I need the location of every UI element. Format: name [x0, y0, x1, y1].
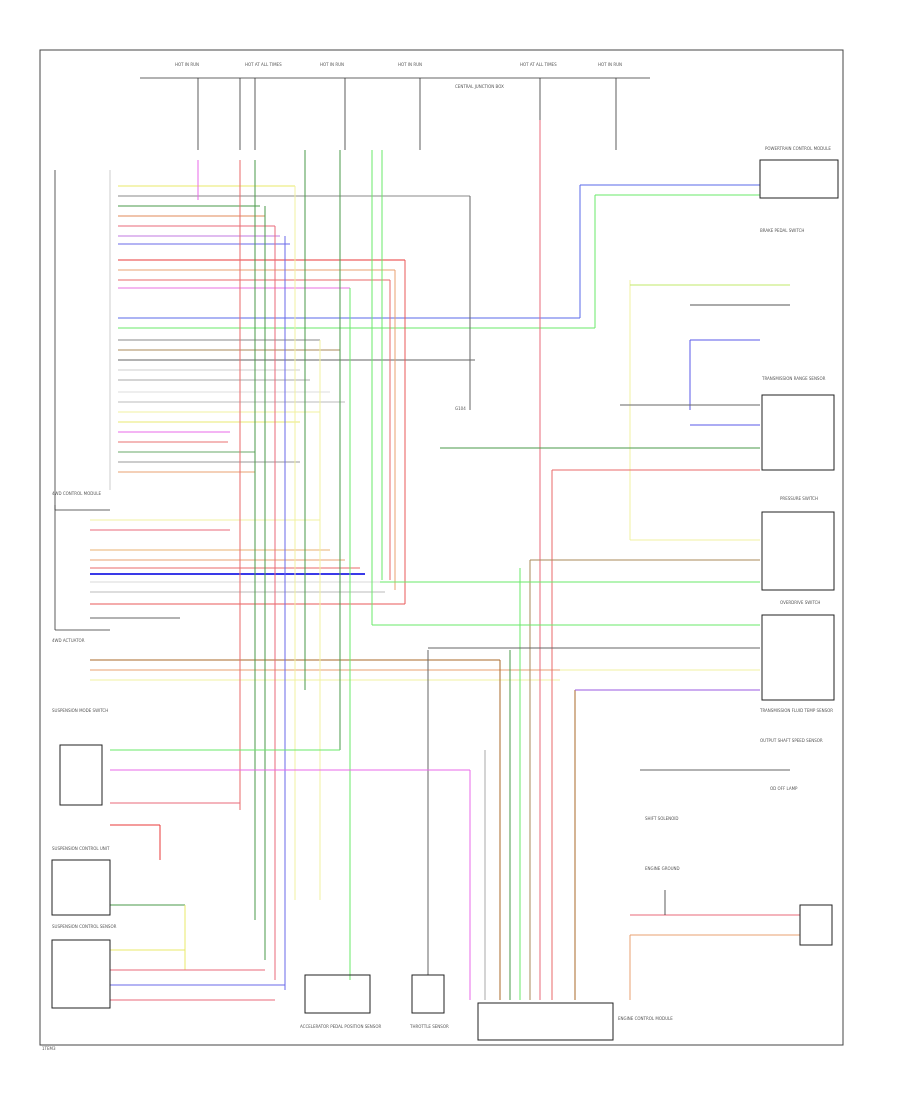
right-lower-note: OUTPUT SHAFT SPEED SENSOR: [760, 738, 823, 743]
left-actuator-label: 4WD ACTUATOR: [52, 638, 85, 643]
left-top-switch-label: SUSPENSION MODE SWITCH: [52, 708, 108, 713]
left-mid-unit-label: SUSPENSION CONTROL UNIT: [52, 846, 110, 851]
transmission-range-sensor: [761, 394, 835, 471]
suspension-control-unit: [51, 859, 111, 916]
right-bottom-note: SHIFT SOLENOID: [645, 816, 679, 821]
left-control-unit-label: 4WD CONTROL MODULE: [52, 491, 101, 496]
bottom-sensor-label: THROTTLE SENSOR: [409, 1024, 449, 1029]
right-switch-1-label: BRAKE PEDAL SWITCH: [760, 228, 804, 233]
harness-wires: [90, 185, 760, 681]
right-switch-2-label: PRESSURE SWITCH: [780, 496, 818, 501]
right-module-bottom-label: TRANSMISSION FLUID TEMP SENSOR: [759, 708, 833, 713]
right-ground-note: ENGINE GROUND: [645, 866, 680, 871]
right-wires: [372, 184, 800, 1000]
right-top-module-label: POWERTRAIN CONTROL MODULE: [765, 146, 831, 151]
overdrive-switch: [761, 614, 835, 701]
left-bottom-unit-label: SUSPENSION CONTROL SENSOR: [52, 924, 117, 929]
top-fuse-3-label: HOT IN RUN: [320, 62, 344, 67]
lower-left-wires: [110, 749, 470, 1001]
right-lamp-label: OD OFF LAMP: [770, 786, 798, 791]
suspension-mode-switch: [59, 744, 103, 806]
accelerator-pedal-sensor: [304, 974, 371, 1014]
top-fuses: HOT IN RUN HOT AT ALL TIMES HOT IN RUN H…: [175, 62, 622, 150]
right-top-module: [759, 159, 839, 199]
pressure-switch: [761, 511, 835, 591]
bottom-switch-label: ACCELERATOR PEDAL POSITION SENSOR: [300, 1024, 381, 1029]
top-fuse-4-label: HOT IN RUN: [398, 62, 422, 67]
right-transmission-label: TRANSMISSION RANGE SENSOR: [761, 376, 826, 381]
suspension-control-sensor: [51, 939, 111, 1009]
top-fuse-1-label: HOT IN RUN: [175, 62, 199, 67]
right-switch-3-label: OVERDRIVE SWITCH: [780, 600, 820, 605]
right-components: POWERTRAIN CONTROL MODULE BRAKE PEDAL SW…: [645, 146, 839, 946]
throttle-sensor: [411, 974, 445, 1014]
diagram-frame: [39, 49, 844, 1046]
top-fuse-6-label: HOT IN RUN: [598, 62, 622, 67]
center-ground-label: G104: [455, 406, 466, 411]
bottom-components: ACCELERATOR PEDAL POSITION SENSOR THROTT…: [42, 406, 673, 1051]
left-components: SUSPENSION MODE SWITCH SUSPENSION CONTRO…: [51, 708, 117, 1009]
engine-control-module: [477, 1002, 614, 1041]
vertical-wires: [197, 120, 691, 1000]
left-connector-bank: 4WD CONTROL MODULE 4WD ACTUATOR: [52, 170, 111, 643]
bottom-module-label: ENGINE CONTROL MODULE: [618, 1016, 673, 1021]
shift-solenoid-box: [799, 904, 833, 946]
fuse-box-note: CENTRAL JUNCTION BOX: [455, 84, 504, 89]
top-fuse-2-label: HOT AT ALL TIMES: [245, 62, 282, 67]
footer-code: 1TEM3: [42, 1046, 56, 1051]
top-fuse-5-label: HOT AT ALL TIMES: [520, 62, 557, 67]
